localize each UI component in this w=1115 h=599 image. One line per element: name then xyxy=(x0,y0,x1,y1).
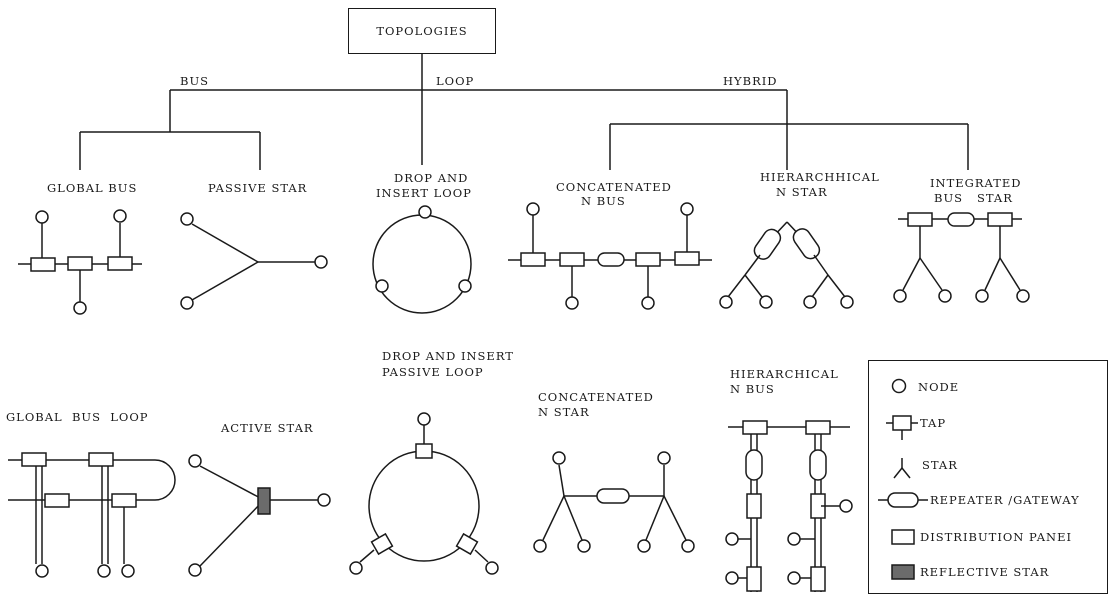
drop-insert-loop-label-2: INSERT LOOP xyxy=(376,186,472,200)
integrated-label-1: INTEGRATED xyxy=(930,176,1022,190)
global-bus-loop-diagram xyxy=(8,452,176,578)
legend-tap-label: TAP xyxy=(920,416,947,430)
concat-n-star-label-2: N STAR xyxy=(538,405,590,419)
legend-box xyxy=(868,360,1108,594)
concatenated-n-star-diagram xyxy=(533,451,695,553)
global-bus-loop-label: GLOBAL BUS LOOP xyxy=(6,410,149,424)
dip-loop-label-2: PASSIVE LOOP xyxy=(382,365,484,379)
dip-loop-label-1: DROP AND INSERT xyxy=(382,349,514,363)
integrated-bus-star-diagram xyxy=(893,212,1030,303)
passive-star-label: PASSIVE STAR xyxy=(208,181,308,195)
concat-n-bus-label-1: CONCATENATED xyxy=(556,180,672,194)
legend-symbols xyxy=(878,378,928,580)
active-star-label: ACTIVE STAR xyxy=(221,421,314,435)
legend-node-label: NODE xyxy=(918,380,960,394)
integrated-label-2: BUS STAR xyxy=(934,191,1013,205)
branch-loop-label: LOOP xyxy=(436,74,475,88)
global-bus-label: GLOBAL BUS xyxy=(47,181,138,195)
root-box: TOPOLOGIES xyxy=(348,8,496,54)
hier-n-star-label-2: N STAR xyxy=(776,185,828,199)
concatenated-n-bus-diagram xyxy=(508,202,712,310)
hier-n-bus-label-1: HIERARCHICAL xyxy=(730,367,839,381)
legend-panel-label: DISTRIBUTION PANEI xyxy=(920,530,1073,544)
active-star-diagram xyxy=(188,454,331,577)
legend-star-label: STAR xyxy=(922,458,958,472)
global-bus-diagram xyxy=(18,209,142,315)
hier-n-bus-label-2: N BUS xyxy=(730,382,775,396)
passive-star-diagram xyxy=(180,212,328,310)
drop-insert-passive-loop-diagram xyxy=(349,412,499,575)
branch-hybrid-label: HYBRID xyxy=(723,74,778,88)
legend-repeater-label: REPEATER /GATEWAY xyxy=(930,493,1080,507)
drop-insert-loop-diagram xyxy=(372,205,472,314)
hierarchical-n-star-diagram xyxy=(719,221,854,309)
concat-n-star-label-1: CONCATENATED xyxy=(538,390,654,404)
drop-insert-loop-label-1: DROP AND xyxy=(394,171,469,185)
branch-bus-label: BUS xyxy=(180,74,210,88)
legend-reflective-label: REFLECTIVE STAR xyxy=(920,565,1050,579)
root-label: TOPOLOGIES xyxy=(376,24,468,38)
hierarchical-n-bus-diagram xyxy=(725,420,853,592)
tree-connectors xyxy=(79,54,969,170)
concat-n-bus-label-2: N BUS xyxy=(581,194,626,208)
hier-n-star-label-1: HIERARCHHICAL xyxy=(760,170,880,184)
